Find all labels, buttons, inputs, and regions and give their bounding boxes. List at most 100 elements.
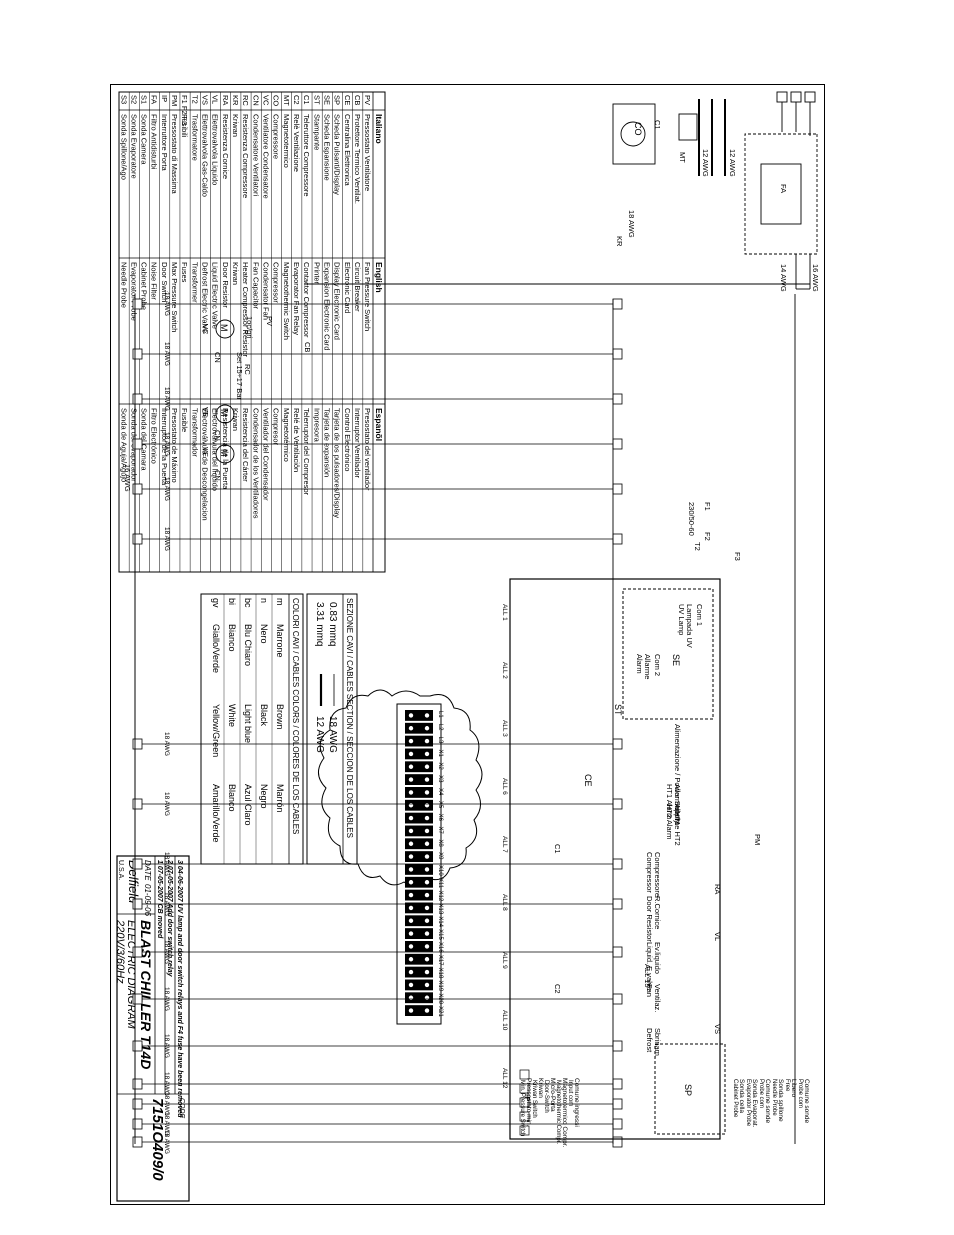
legend-it: Resistenza Compressore bbox=[241, 114, 250, 198]
legend-es: Magnetotérmico bbox=[282, 408, 291, 462]
probe-label: Sonda spillone bbox=[777, 1079, 784, 1122]
legend-en: Kriwan bbox=[231, 262, 240, 285]
input-label: Pressostato min. bbox=[525, 1078, 532, 1127]
legend-code: IP bbox=[160, 95, 169, 102]
legend-es: Presostato del ventilador bbox=[363, 408, 372, 491]
legend-es: Ventilador del Condensador bbox=[261, 408, 270, 501]
legend-en: Cabinet Probe bbox=[140, 262, 149, 310]
legend-it: Resistenza Cornice bbox=[221, 114, 230, 179]
legend-es: Relé de Ventilaciôn bbox=[292, 408, 301, 472]
terminal-screw bbox=[408, 777, 414, 782]
terminal-label: X8 bbox=[437, 839, 443, 847]
input-terminal bbox=[519, 1111, 530, 1122]
terminal-box bbox=[612, 1098, 623, 1110]
legend-code: C1 bbox=[302, 95, 311, 105]
legend-en: Display Electronic Card bbox=[333, 262, 342, 340]
cn-label-3: CN bbox=[213, 470, 222, 481]
legend-it: Trasformatore bbox=[190, 114, 199, 161]
terminal-box bbox=[612, 738, 623, 750]
alarm-tag: ALL 2 bbox=[501, 662, 508, 679]
awg14-top: 14 AWG bbox=[779, 264, 788, 292]
cable-section-table: SEZIONE CAVI / CABLES SECTION / SECCION … bbox=[306, 593, 358, 865]
wire-gauge: 18 AWG bbox=[163, 342, 170, 366]
alarm-tag: ALL 8 bbox=[501, 894, 508, 911]
terminal-box bbox=[132, 798, 143, 810]
terminal bbox=[405, 928, 433, 940]
legend-en: Needle Probe bbox=[119, 262, 128, 308]
terminal-label: X21 bbox=[437, 1006, 443, 1017]
ve-motor-2: M bbox=[219, 449, 229, 457]
legend-es: Telerruptor del Compresor bbox=[302, 408, 311, 496]
terminal-box bbox=[132, 993, 143, 1005]
probe-label: Libero bbox=[790, 1079, 797, 1097]
legend-code: RA bbox=[221, 95, 230, 105]
cb-label: CB bbox=[303, 342, 312, 352]
input-label-en: Min. Pressure Switch bbox=[519, 1080, 525, 1136]
legend-es: Resistencia del Cárter bbox=[241, 408, 250, 482]
motors bbox=[215, 319, 235, 464]
terminal-box bbox=[612, 858, 623, 870]
terminal-label: X11 bbox=[437, 878, 443, 889]
compressore: Compressore bbox=[653, 852, 662, 897]
terminal-box bbox=[132, 298, 143, 310]
terminal-label: X10 bbox=[437, 865, 443, 876]
awg16-top: 16 AWG bbox=[811, 264, 820, 292]
uv-lamp: Lampada UV bbox=[685, 604, 694, 648]
terminal bbox=[405, 838, 433, 850]
terminal-label: X1 bbox=[437, 750, 443, 758]
terminal-screw bbox=[424, 815, 430, 821]
electronic-card bbox=[509, 578, 726, 1140]
cable-colors-title: COLORI CAVI / CABLES COLORS / COLORES DE… bbox=[291, 598, 300, 834]
color-it: Bianco bbox=[227, 624, 237, 652]
power-labels: FA CO MT 12 AWG 12 AWG 18 AWG KR C1 16 A… bbox=[615, 120, 820, 292]
color-code: bc bbox=[243, 598, 253, 608]
probe-label: Comune sonde bbox=[803, 1079, 810, 1123]
terminal-screw bbox=[408, 982, 414, 988]
legend-en: Contactor Compressor bbox=[302, 262, 311, 338]
input-label: Micro-Porta bbox=[549, 1078, 556, 1112]
terminal-box bbox=[132, 1098, 143, 1110]
alarm-tag: ALL 6 bbox=[501, 778, 508, 795]
terminal-box bbox=[612, 946, 623, 958]
probe-label-en: Evaporator Probe bbox=[745, 1079, 751, 1127]
terminal-screw bbox=[408, 854, 414, 859]
ip-label: IP bbox=[523, 1094, 532, 1101]
color-es: Azul Claro bbox=[243, 784, 253, 826]
input-label: Kriwan bbox=[537, 1078, 544, 1098]
legend-code: KR bbox=[231, 95, 240, 106]
f2-label: F2 bbox=[703, 532, 712, 541]
alarm-tag: ALL 12 bbox=[501, 1068, 508, 1089]
color-es: Blanco bbox=[227, 784, 237, 812]
legend-en: Evaporator Fan Relay bbox=[292, 262, 301, 335]
terminal-screw bbox=[424, 982, 430, 988]
terminal-block: L1L2L3X1X2X3X4X5X6X7X8X9X10X11X12X13X14X… bbox=[318, 689, 483, 1025]
legend-code: VC bbox=[261, 95, 270, 106]
legend-it: Protettore Termico Ventilat. bbox=[353, 114, 362, 204]
legend-es: Presostato de Máximo bbox=[170, 408, 179, 483]
input-label-en: Kriwan Switch bbox=[531, 1080, 537, 1118]
terminal bbox=[405, 992, 433, 1004]
terminal-box bbox=[612, 993, 623, 1005]
terminal-label: X14 bbox=[437, 916, 443, 927]
mt-label: MT bbox=[678, 152, 687, 163]
legend-code: C2 bbox=[292, 95, 301, 105]
color-code: m bbox=[275, 598, 285, 606]
color-en: Brown bbox=[275, 704, 285, 730]
terminal bbox=[405, 889, 433, 901]
terminal-screw bbox=[424, 790, 430, 795]
ra-label: RA bbox=[713, 884, 722, 894]
power-section bbox=[134, 91, 818, 1144]
terminal-box bbox=[132, 483, 143, 495]
terminal-screw bbox=[408, 764, 414, 769]
terminal-screw bbox=[408, 738, 414, 744]
terminal bbox=[405, 953, 433, 965]
legend-en: Compressor bbox=[272, 262, 281, 303]
legend-it: Sonda Camera bbox=[140, 114, 149, 165]
terminal-label: X4 bbox=[437, 788, 443, 796]
legend-code: MT bbox=[282, 95, 291, 106]
terminal-box bbox=[612, 393, 623, 405]
color-es: Amarillo/Verde bbox=[211, 784, 221, 843]
terminal-screw bbox=[408, 751, 414, 757]
alarm-it: Allarme bbox=[643, 654, 652, 679]
